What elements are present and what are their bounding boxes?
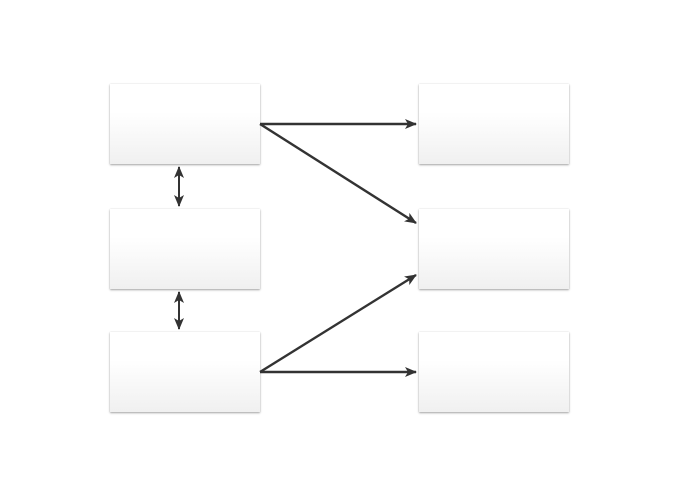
diagram-box-left-1 [110,84,260,164]
diagram-box-right-1 [419,84,569,164]
diagram-box-left-3 [110,332,260,412]
diagram-box-left-2 [110,209,260,289]
arrow-l1-to-r2 [259,122,417,225]
diagram-box-right-2 [419,209,569,289]
diagram-box-right-3 [419,332,569,412]
arrow-l3-to-r2 [259,273,417,374]
